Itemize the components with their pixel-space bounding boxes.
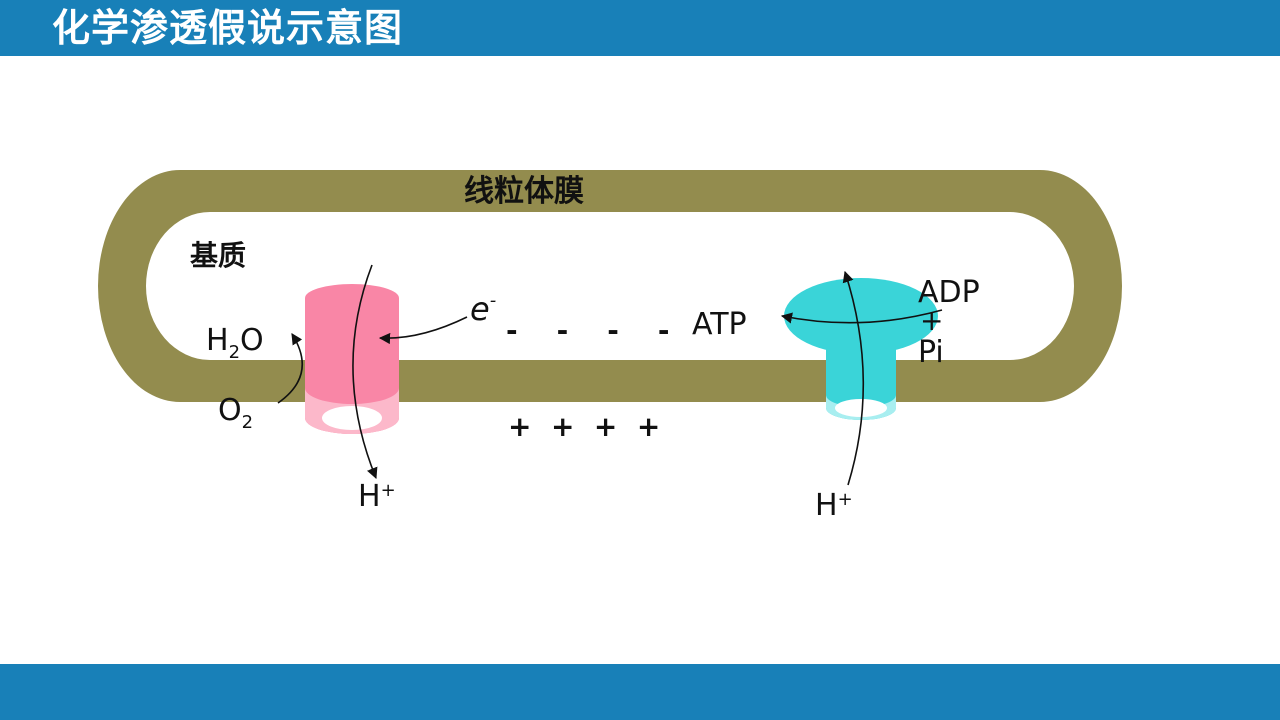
proton-pump-arrow: [352, 264, 378, 480]
atp-synthase: [784, 278, 938, 420]
proton-right-label: H+: [815, 488, 853, 523]
oxygen-to-water-arrow: [277, 333, 304, 404]
matrix-label: 基质: [190, 239, 246, 272]
adp-to-atp-arrow: [780, 309, 943, 324]
positive-charges: + + + +: [508, 410, 660, 443]
negative-charges: - - - -: [506, 314, 669, 347]
footer-bar: [0, 664, 1280, 720]
electron-flow-arrow: [378, 316, 468, 345]
mitochondrial-membrane: [98, 170, 1122, 402]
oxygen-label: O2: [218, 393, 253, 433]
electron-label: e-: [470, 290, 496, 328]
adp-label: ADP: [918, 275, 980, 310]
atp-label: ATP: [692, 307, 747, 342]
proton-left-label: H+: [358, 479, 396, 514]
pi-label: Pi: [918, 335, 944, 370]
membrane-label: 线粒体膜: [464, 174, 584, 209]
atp-synthase-proton-arrow: [842, 270, 865, 486]
water-label: H2O: [206, 323, 264, 363]
page-title: 化学渗透假说示意图: [52, 6, 404, 50]
proton-pump: [305, 284, 399, 434]
plus-label: +: [920, 304, 943, 337]
header-bar: 化学渗透假说示意图: [0, 0, 1280, 56]
